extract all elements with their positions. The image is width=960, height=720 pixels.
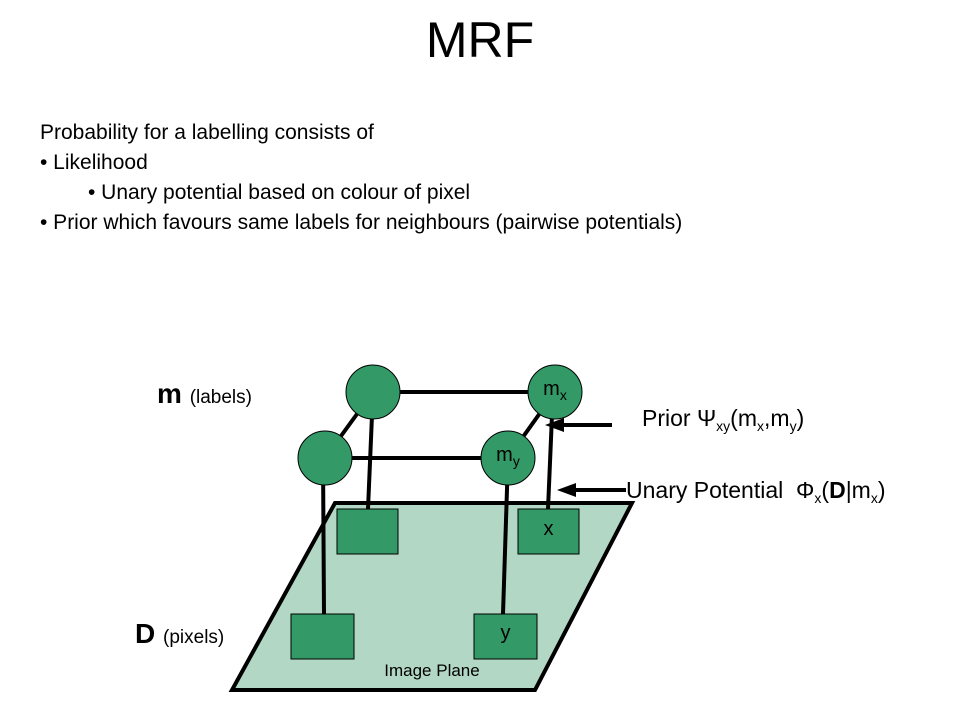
- node-my: [480, 430, 536, 486]
- node-mx: [527, 364, 583, 420]
- pixel-y-label: y: [500, 622, 511, 644]
- bullet-prior: • Prior which favours same labels for ne…: [40, 211, 683, 234]
- pixel-x-label: x: [543, 518, 554, 540]
- node-top-left: [345, 364, 401, 420]
- unary-potential-label: Unary Potential Φx(D|mx): [626, 477, 886, 506]
- pixel-y: [473, 613, 538, 660]
- bullet-list: Probability for a labelling consists of …: [40, 118, 682, 238]
- unary-arrowhead: [557, 483, 576, 497]
- labels-caption: m (labels): [157, 378, 252, 409]
- pixels-caption: D (pixels): [135, 618, 225, 649]
- pixel-top-left: [336, 508, 399, 555]
- bullet-unary: • Unary potential based on colour of pix…: [88, 181, 471, 204]
- image-plane-label: Image Plane: [384, 661, 480, 680]
- node-mx-label: mx: [543, 378, 567, 403]
- pixel-x: [517, 508, 580, 555]
- node-bottom-left: [297, 430, 353, 486]
- prior-arrowhead: [545, 418, 564, 432]
- prior-label: Prior Ψxy(mx,my): [642, 405, 805, 434]
- pixel-bottom-left: [290, 613, 355, 660]
- node-my-label: my: [496, 444, 520, 469]
- bullet-likelihood: • Likelihood: [40, 151, 148, 174]
- bullet-intro: Probability for a labelling consists of: [40, 121, 374, 144]
- slide-title: MRF: [425, 12, 535, 68]
